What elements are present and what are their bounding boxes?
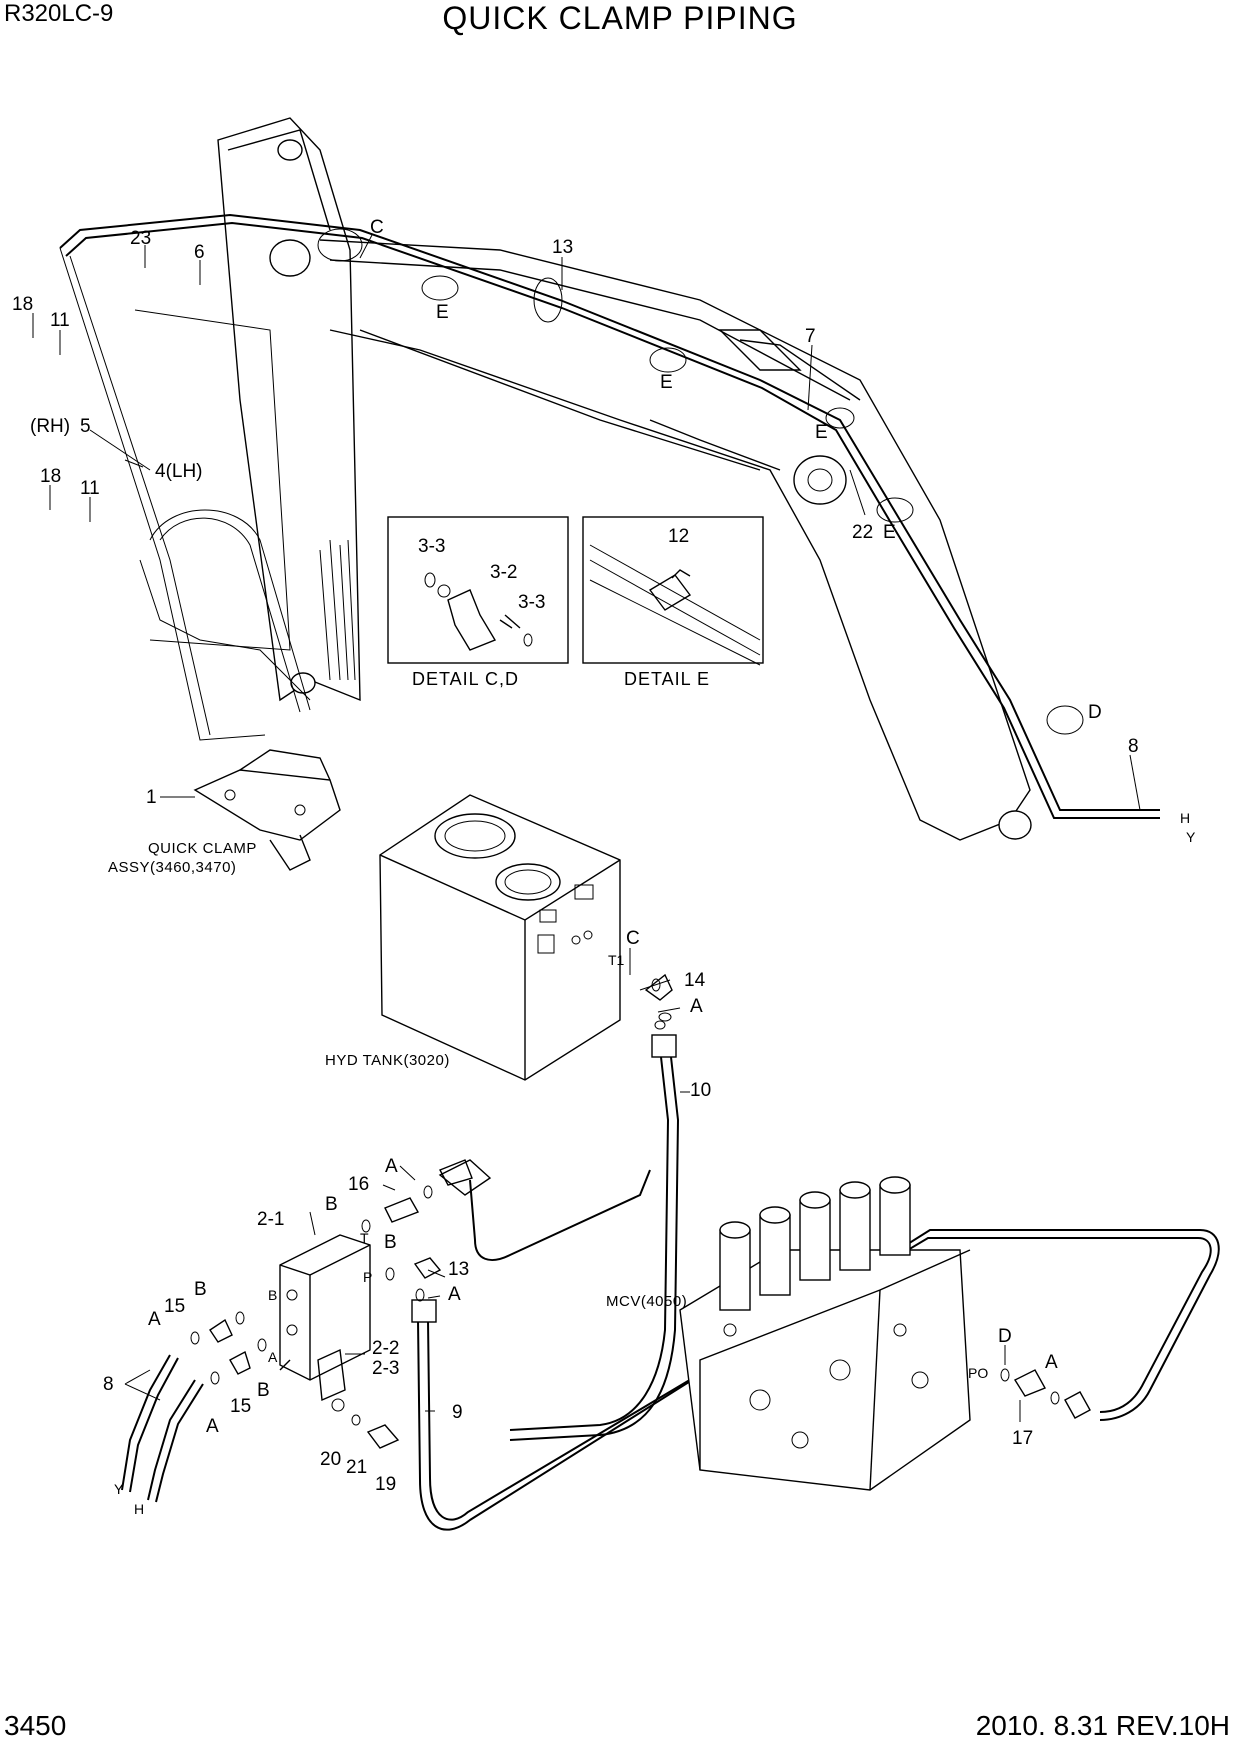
callout-e-2: E: [660, 372, 673, 393]
callout-20: 20: [320, 1449, 341, 1470]
detail-cd-drawing: [424, 572, 533, 651]
callout-b-port: B: [268, 1287, 277, 1303]
model-number: R320LC-9: [4, 0, 114, 27]
callout-c-top: C: [370, 217, 384, 238]
callout-22: 22: [852, 522, 873, 543]
page-title: QUICK CLAMP PIPING: [442, 0, 798, 36]
hyd-tank: [379, 794, 621, 1081]
mcv-note: MCV(4050): [606, 1293, 687, 1310]
callout-d-mcv: D: [998, 1326, 1012, 1347]
callout-4-lh: 4(LH): [155, 461, 203, 482]
callout-a-mcv: A: [1045, 1352, 1058, 1373]
callout-a-13: A: [448, 1284, 461, 1305]
callout-c-tank: C: [626, 928, 640, 949]
callout-t-port: T: [360, 1230, 369, 1246]
quick-clamp-note-1: QUICK CLAMP: [148, 840, 257, 857]
boom-arm-drawing: [134, 117, 1032, 841]
page-number: 3450: [4, 1710, 67, 1741]
callout-po: PO: [968, 1365, 988, 1381]
leader-lines: [32, 234, 1141, 1422]
callout-b-16: B: [325, 1194, 338, 1215]
callout-d-right: D: [1088, 702, 1102, 723]
callout-y-right: Y: [1186, 829, 1196, 845]
callout-6: 6: [194, 242, 205, 263]
callout-b-13: B: [384, 1232, 397, 1253]
boom-detail-markers: [317, 228, 1084, 735]
callout-b-15: B: [194, 1279, 207, 1300]
callout-b-low: B: [257, 1380, 270, 1401]
detail-e-frame: [582, 516, 764, 664]
callout-11-a: 11: [50, 310, 70, 331]
callout-8-right: 8: [1128, 736, 1139, 757]
detail-callout-3-2: 3-2: [490, 562, 517, 583]
callout-19: 19: [375, 1474, 396, 1495]
detail-e-label: DETAIL E: [624, 669, 710, 689]
callout-11-b: 11: [80, 478, 100, 499]
callout-7: 7: [805, 326, 816, 347]
hyd-tank-note: HYD TANK(3020): [325, 1052, 450, 1069]
callout-2-2: 2-2: [372, 1338, 399, 1359]
callout-8-left: 8: [103, 1374, 114, 1395]
callout-1: 1: [146, 787, 157, 808]
small-fittings: [190, 978, 1091, 1449]
detail-cd-frame: [387, 516, 569, 664]
callout-13-top: 13: [552, 237, 573, 258]
detail-cd-label: DETAIL C,D: [412, 669, 519, 689]
revision-date: 2010. 8.31 REV.10H: [975, 1710, 1230, 1741]
callout-p-port: P: [363, 1269, 372, 1285]
callout-a-15: A: [148, 1309, 161, 1330]
callout-5: 5: [80, 416, 91, 437]
valve-2-1: [279, 1234, 371, 1402]
boom-hoses: [59, 213, 1160, 819]
callout-15-a: 15: [164, 1296, 185, 1317]
callout-a-port: A: [268, 1349, 278, 1365]
callout-e-4: E: [883, 522, 896, 543]
callout-16: 16: [348, 1174, 369, 1195]
callout-2-1: 2-1: [257, 1209, 284, 1230]
callout-10: 10: [690, 1080, 711, 1101]
callout-y-left: Y: [114, 1481, 124, 1497]
detail-e-drawing: [589, 544, 761, 666]
hose-9: [411, 1159, 1220, 1531]
quick-clamp-assy: [193, 749, 341, 871]
callout-a-low: A: [206, 1416, 219, 1437]
callout-13-low: 13: [448, 1259, 469, 1280]
callout-a-16: A: [385, 1156, 398, 1177]
detail-callout-3-3-a: 3-3: [418, 536, 445, 557]
callout-9: 9: [452, 1402, 463, 1423]
callout-t1: T1: [608, 952, 625, 968]
detail-callout-12: 12: [668, 526, 689, 547]
quick-clamp-note-2: ASSY(3460,3470): [108, 859, 236, 876]
callout-18-b: 18: [40, 466, 61, 487]
detail-callout-3-3-b: 3-3: [518, 592, 545, 613]
callout-2-3: 2-3: [372, 1358, 399, 1379]
callout-15-b: 15: [230, 1396, 251, 1417]
callout-21: 21: [346, 1457, 367, 1478]
callout-a-tank: A: [690, 996, 703, 1017]
callout-h-left: H: [134, 1501, 144, 1517]
hoses-8-lower: [121, 1354, 204, 1503]
callout-14: 14: [684, 970, 706, 991]
callout-e-3: E: [815, 422, 828, 443]
callout-e-1: E: [436, 302, 449, 323]
callout-18-a: 18: [12, 294, 33, 315]
callout-rh: (RH): [30, 416, 70, 437]
callout-h-right: H: [1180, 810, 1190, 826]
mcv-4050: [679, 1176, 971, 1491]
callout-17: 17: [1012, 1428, 1033, 1449]
callout-23: 23: [130, 228, 151, 249]
